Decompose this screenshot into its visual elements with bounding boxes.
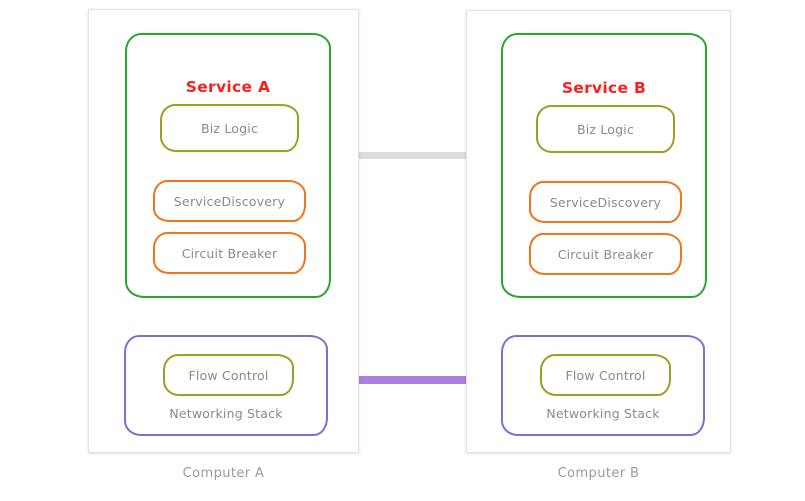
networking-stack-b-box[interactable]: Flow Control Networking Stack (501, 335, 705, 436)
computer-a-panel: Service A Biz Logic ServiceDiscovery Cir… (88, 9, 359, 453)
service-a-biz-logic-label: Biz Logic (200, 120, 259, 136)
computer-a-label: Computer A (182, 466, 265, 481)
service-b-service-discovery-box[interactable]: ServiceDiscovery (529, 181, 682, 223)
networking-stack-b-flow-control-box[interactable]: Flow Control (540, 354, 671, 396)
service-b-box[interactable]: Service B Biz Logic ServiceDiscovery Cir… (501, 33, 707, 298)
service-to-service-link (338, 152, 500, 159)
service-b-biz-logic-box[interactable]: Biz Logic (536, 105, 675, 153)
networking-stack-b-flow-control-label: Flow Control (565, 367, 646, 383)
service-a-circuit-breaker-box[interactable]: Circuit Breaker (153, 232, 306, 274)
computer-b-label: Computer B (557, 466, 640, 481)
computer-b-panel: Service B Biz Logic ServiceDiscovery Cir… (466, 10, 731, 453)
networking-stack-a-flow-control-box[interactable]: Flow Control (163, 354, 294, 396)
service-b-service-discovery-label: ServiceDiscovery (549, 194, 662, 210)
service-b-circuit-breaker-label: Circuit Breaker (557, 246, 654, 262)
service-b-title: Service B (561, 79, 647, 97)
service-a-box[interactable]: Service A Biz Logic ServiceDiscovery Cir… (125, 33, 331, 298)
service-a-biz-logic-box[interactable]: Biz Logic (160, 104, 299, 152)
service-a-circuit-breaker-label: Circuit Breaker (181, 245, 278, 261)
service-b-biz-logic-label: Biz Logic (576, 121, 635, 137)
service-a-title: Service A (185, 78, 271, 96)
service-a-service-discovery-box[interactable]: ServiceDiscovery (153, 180, 306, 222)
networking-stack-a-flow-control-label: Flow Control (188, 367, 269, 383)
service-a-service-discovery-label: ServiceDiscovery (173, 193, 286, 209)
service-b-circuit-breaker-box[interactable]: Circuit Breaker (529, 233, 682, 275)
networking-stack-link (326, 376, 524, 384)
networking-stack-a-label: Networking Stack (169, 406, 283, 421)
networking-stack-a-box[interactable]: Flow Control Networking Stack (124, 335, 328, 436)
networking-stack-b-label: Networking Stack (546, 406, 660, 421)
